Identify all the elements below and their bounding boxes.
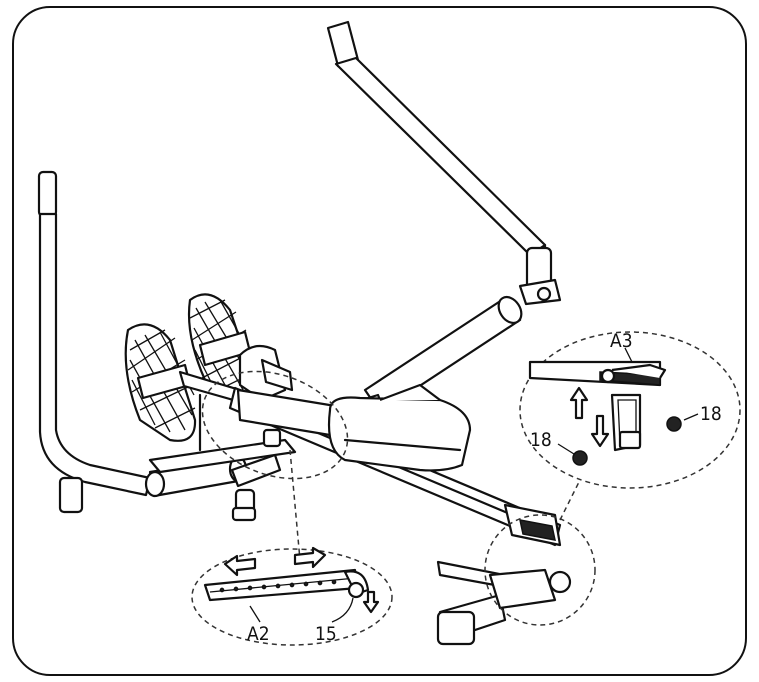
rear-support — [436, 560, 572, 646]
detail-a3 — [519, 331, 741, 489]
callout-leaders — [201, 370, 596, 626]
knob-15-icon — [347, 581, 365, 599]
right-handle-arm — [326, 20, 562, 306]
arrow-down-icon — [590, 414, 610, 448]
label-a2: A2 — [247, 623, 270, 645]
left-arm-cylinder — [58, 453, 282, 522]
adjustment-holes — [219, 579, 337, 593]
detail-a2 — [191, 546, 393, 646]
arrow-right-icon — [293, 546, 327, 569]
arrow-left-icon — [223, 554, 257, 577]
label-15: 15 — [315, 623, 337, 645]
label-18-left: 18 — [530, 429, 552, 451]
diagram-frame — [12, 6, 747, 676]
left-foot-plate — [124, 323, 197, 442]
label-a3: A3 — [610, 330, 633, 352]
seat — [236, 344, 472, 472]
arrow-up-icon — [569, 386, 589, 420]
arrow-down-icon — [362, 590, 380, 614]
label-18-right: 18 — [700, 403, 722, 425]
nut-18-left-icon — [572, 450, 588, 466]
nut-18-right-icon — [666, 416, 682, 432]
